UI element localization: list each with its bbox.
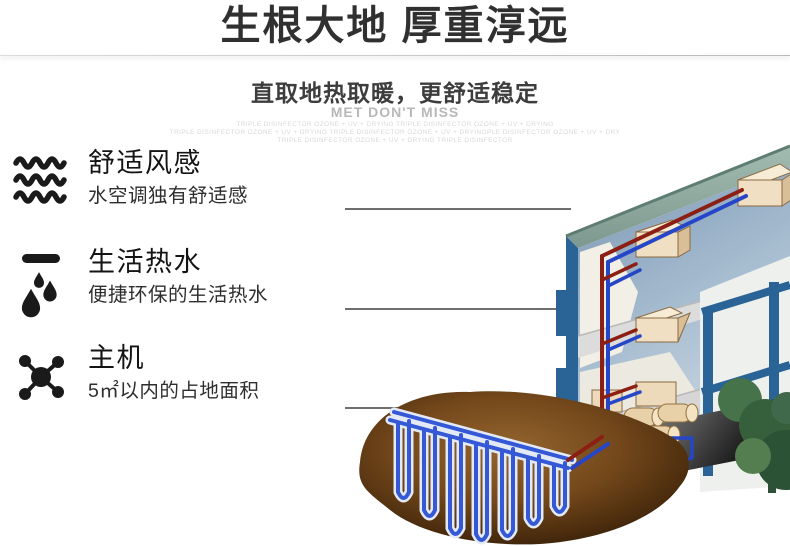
- page-title: 生根大地 厚重淳远: [220, 4, 570, 48]
- feature-desc: 5㎡以内的占地面积: [88, 380, 260, 402]
- feature-title: 舒适风感: [88, 148, 202, 178]
- feature-desc: 水空调独有舒适感: [88, 185, 249, 207]
- fineprint-line: TRIPLE DISINFECTOR OZONE + UV + DRYING T…: [169, 129, 621, 136]
- fineprint-block: TRIPLE DISINFECTOR OZONE + UV + DRYING T…: [0, 121, 790, 145]
- water-drops-icon: [12, 252, 70, 320]
- feature-comfort-airflow: 舒适风感 水空调独有舒适感: [12, 147, 248, 210]
- roof: [565, 144, 790, 248]
- page-subtitle: 直取地热取暖，更舒适稳定: [251, 80, 539, 106]
- feature-title: 主机: [88, 343, 145, 373]
- fineprint-line: TRIPLE DISINFECTOR OZONE + UV + DRYING T…: [236, 121, 554, 128]
- tagline: MET DON'T MISS: [330, 104, 460, 120]
- ground-loops: [385, 407, 577, 545]
- feature-title: 生活热水: [88, 247, 202, 277]
- feature-domestic-hot-water: 生活热水 便捷环保的生活热水: [12, 246, 268, 320]
- fineprint-line: TRIPLE DISINFECTOR OZONE + UV + DRYING T…: [277, 137, 513, 144]
- geothermal-building-illustration: [359, 144, 790, 545]
- waves-icon: [12, 153, 70, 205]
- feature-main-unit: 主机 5㎡以内的占地面积: [12, 342, 259, 406]
- feature-desc: 便捷环保的生活热水: [88, 284, 269, 306]
- molecule-icon: [12, 348, 70, 406]
- callout-line-2: [345, 308, 571, 310]
- tree: [718, 378, 790, 493]
- callout-line-1: [345, 208, 571, 210]
- supply-return-pipes: [566, 435, 610, 470]
- title-divider: [0, 55, 790, 56]
